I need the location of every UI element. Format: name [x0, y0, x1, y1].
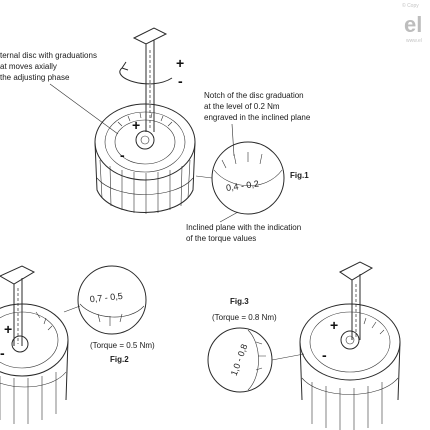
fig1-rotation-arrow-icon — [119, 67, 173, 85]
fig1-callout-notch-line3: engraved in the inclined plane — [204, 113, 311, 122]
fig3-minus: - — [322, 347, 327, 363]
fig1-callout-disc-line3: the adjusting phase — [0, 73, 70, 82]
fig3-plus: + — [330, 317, 338, 333]
watermark-logo: el — [404, 12, 422, 37]
fig3-torque: (Torque = 0.8 Nm) — [212, 313, 277, 322]
fig1-hex-key-icon — [132, 27, 168, 132]
fig1-callout-plane-line1: Inclined plane with the indication — [186, 223, 301, 232]
fig1-callout-disc: ternal disc with graduations at moves ax… — [0, 51, 119, 135]
fig1-zoom-scale: 0,4 - 0,2 — [225, 179, 259, 193]
fig3-knob — [299, 261, 401, 430]
fig1-knob-body — [94, 141, 196, 213]
fig1-callout-notch-line1: Notch of the disc graduation — [204, 91, 304, 100]
fig3-zoom-detail — [207, 327, 305, 393]
fig1-minus: - — [120, 147, 125, 163]
fig2-label: Fig.2 — [110, 355, 129, 364]
fig2-plus: + — [4, 321, 12, 337]
fig1-knob — [94, 27, 196, 214]
fig1-top-plus: + — [176, 55, 184, 71]
fig1-callout-notch: Notch of the disc graduation at the leve… — [204, 91, 311, 157]
fig1-top-minus: - — [178, 73, 183, 89]
watermark-copyright: © Copy — [402, 2, 419, 9]
fig1-callout-plane: Inclined plane with the indication of th… — [186, 211, 301, 243]
fig3-zoom-scale: 1,0 - 0,8 — [229, 343, 250, 377]
fig2-torque: (Torque = 0.5 Nm) — [90, 341, 155, 350]
fig3-hex-key-icon — [339, 261, 374, 340]
fig3-label: Fig.3 — [230, 297, 249, 306]
fig1-plus: + — [132, 117, 140, 133]
fig1-callout-disc-line2: at moves axially — [0, 62, 57, 71]
fig1-zoom-detail — [195, 141, 285, 215]
fig1-label: Fig.1 — [290, 171, 309, 180]
fig2-knob — [0, 265, 69, 424]
fig2-zoom-scale: 0,7 - 0,5 — [89, 291, 123, 304]
fig1-callout-notch-line2: at the level of 0.2 Nm — [204, 102, 280, 111]
fig1-callout-disc-line1: ternal disc with graduations — [0, 51, 97, 60]
fig2-zoom-detail — [63, 265, 147, 335]
fig2-minus: - — [0, 345, 5, 361]
fig1-callout-plane-line2: of the torque values — [186, 234, 256, 243]
watermark-url: www.el — [406, 38, 422, 44]
